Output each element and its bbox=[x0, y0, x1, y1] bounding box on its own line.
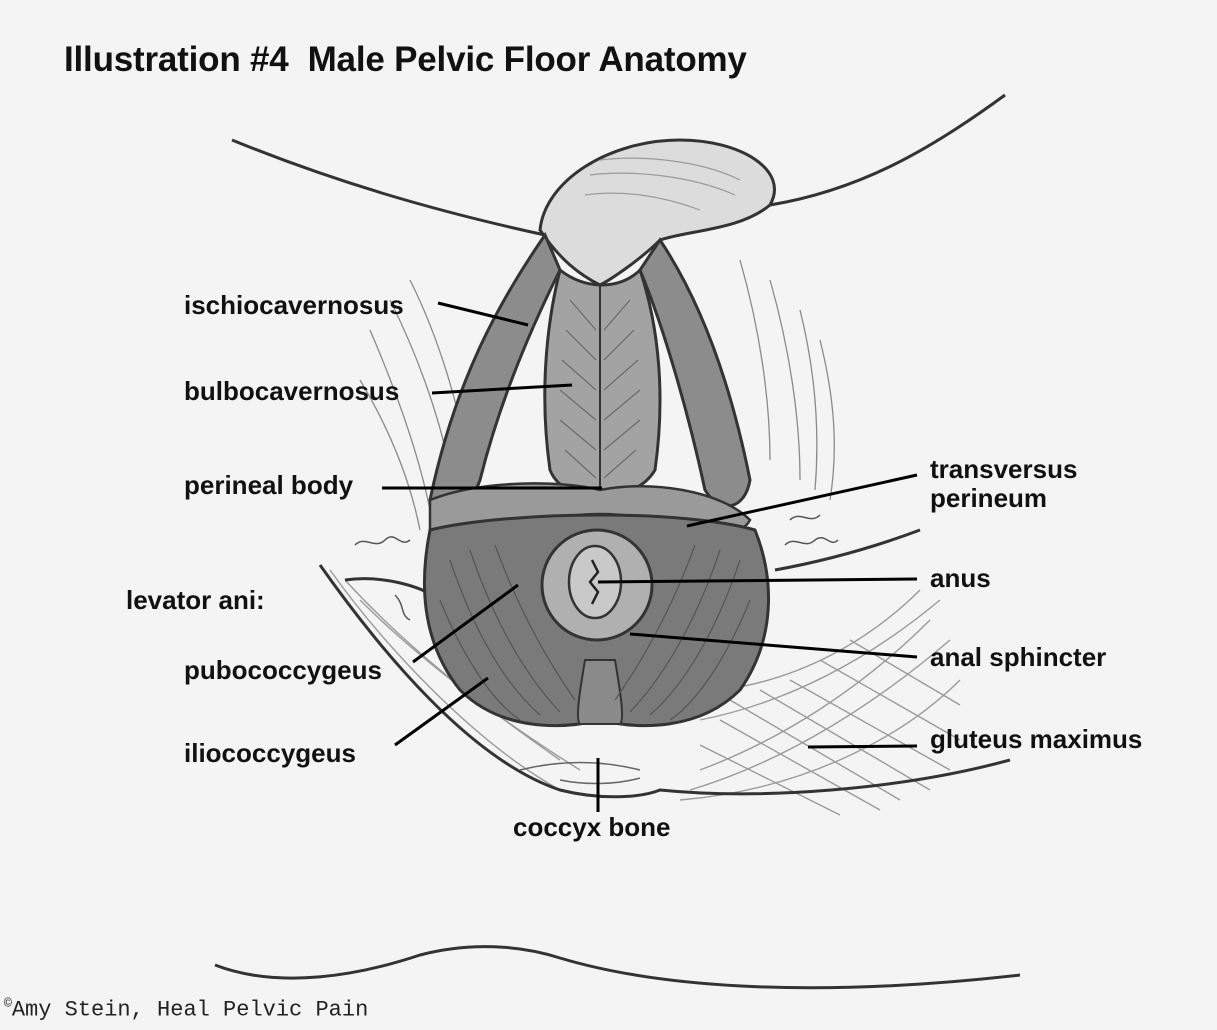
label-pubococcygeus: pubococcygeus bbox=[184, 655, 382, 685]
label-iliococcygeus: iliococcygeus bbox=[184, 738, 356, 768]
label-transversus-line1: transversus bbox=[930, 454, 1078, 484]
figure-title: Illustration #4 Male Pelvic Floor Anatom… bbox=[64, 40, 747, 79]
leader-lines bbox=[382, 301, 918, 812]
credit-text: Amy Stein, Heal Pelvic Pain bbox=[11, 997, 369, 1023]
outline-bottom-curve bbox=[214, 945, 1021, 990]
bulbo-hatching bbox=[559, 299, 641, 479]
leader-anus bbox=[597, 577, 918, 584]
gluteus-hatching bbox=[329, 569, 961, 816]
leader-gluteus bbox=[807, 744, 918, 749]
label-anus: anus bbox=[930, 563, 991, 593]
label-ischiocavernosus: ischiocavernosus bbox=[184, 290, 404, 320]
label-levator-ani: levator ani: bbox=[126, 585, 265, 615]
leader-bulbocavernosus bbox=[431, 383, 573, 395]
ischiocavernosus-left bbox=[428, 231, 562, 512]
bulbocavernosus-muscle bbox=[543, 267, 662, 495]
leader-ischiocavernosus bbox=[437, 301, 529, 327]
outline-left-thigh bbox=[231, 138, 546, 237]
coccyx-notch bbox=[576, 659, 624, 725]
tissue-squiggles bbox=[354, 514, 839, 621]
copyright-symbol: © bbox=[4, 996, 12, 1011]
leader-pubococcygeus bbox=[412, 583, 519, 664]
label-gluteus-maximus: gluteus maximus bbox=[930, 724, 1143, 754]
label-perineal-body: perineal body bbox=[184, 470, 354, 500]
copyright-credit: ©Amy Stein, Heal Pelvic Pain bbox=[4, 996, 368, 1022]
label-anal-sphincter: anal sphincter bbox=[930, 642, 1107, 672]
label-coccyx-bone: coccyx bone bbox=[513, 812, 671, 842]
leader-iliococcygeus bbox=[394, 676, 489, 747]
leader-transversus bbox=[686, 473, 918, 528]
side-hatching bbox=[359, 259, 835, 531]
label-bulbocavernosus: bulbocavernosus bbox=[184, 376, 400, 406]
leader-anal-sphincter bbox=[629, 632, 918, 659]
label-transversus-line2: perineum bbox=[930, 483, 1048, 513]
